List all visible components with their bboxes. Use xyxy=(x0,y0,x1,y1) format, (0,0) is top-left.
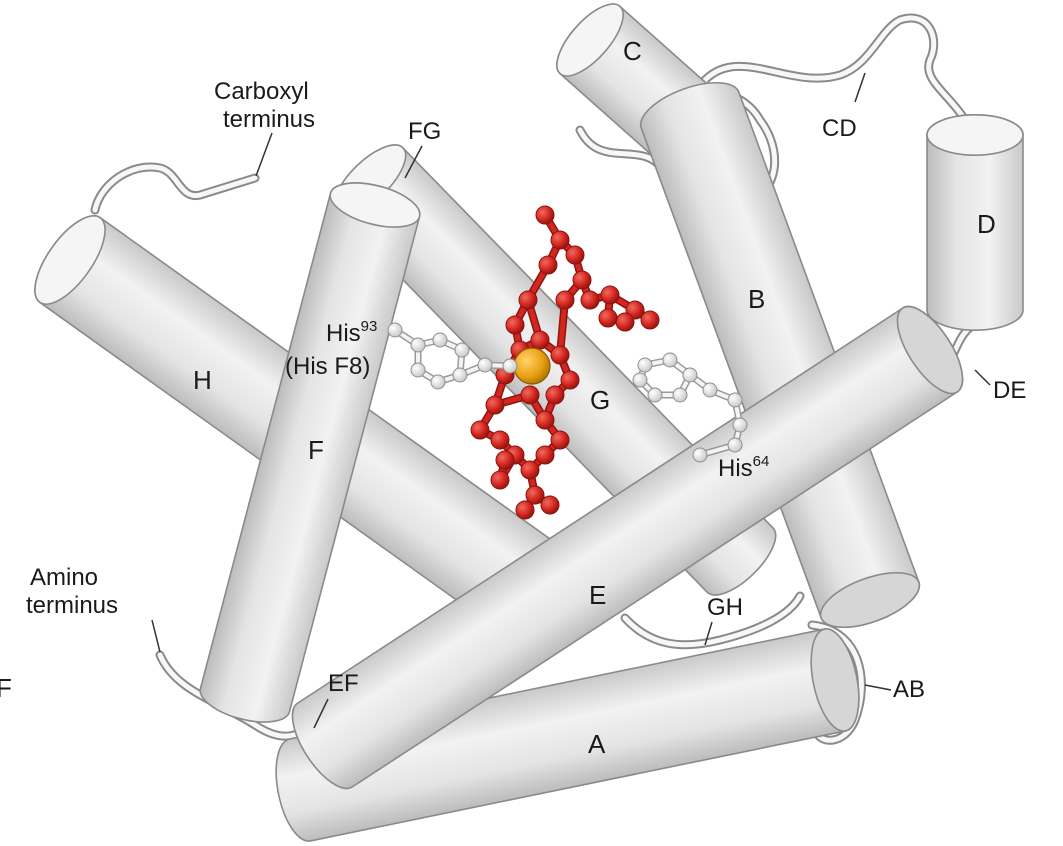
loop-label-gh: GH xyxy=(707,594,743,621)
loop-label-ef: EF xyxy=(328,670,359,697)
helix-label-h: H xyxy=(193,365,212,395)
helix-label-b: B xyxy=(748,284,765,314)
edge-fragment-label: F xyxy=(0,673,12,703)
amino-terminus-label: Amino xyxy=(30,564,98,591)
loop-label-de: DE xyxy=(993,377,1026,404)
carboxyl-terminus-loop xyxy=(95,167,255,210)
his93-alias-label: (His F8) xyxy=(285,353,370,380)
helix-cylinders xyxy=(22,0,1023,845)
helix-label-d: D xyxy=(977,209,996,239)
helix-label-g: G xyxy=(590,385,610,415)
amino-terminus-label-2: terminus xyxy=(26,592,118,619)
loop-label-ab: AB xyxy=(893,676,925,703)
loop-label-fg: FG xyxy=(408,118,441,145)
helix-label-f: F xyxy=(308,435,324,465)
carboxyl-terminus-label: Carboxyl xyxy=(214,78,309,105)
helix-label-a: A xyxy=(588,729,606,759)
helix-d xyxy=(927,115,1023,330)
carboxyl-terminus-label-2: terminus xyxy=(223,106,315,133)
loop-label-cd: CD xyxy=(822,115,857,142)
helix-label-e: E xyxy=(589,580,606,610)
iron-atom xyxy=(514,348,550,384)
helix-label-c: C xyxy=(623,36,642,66)
